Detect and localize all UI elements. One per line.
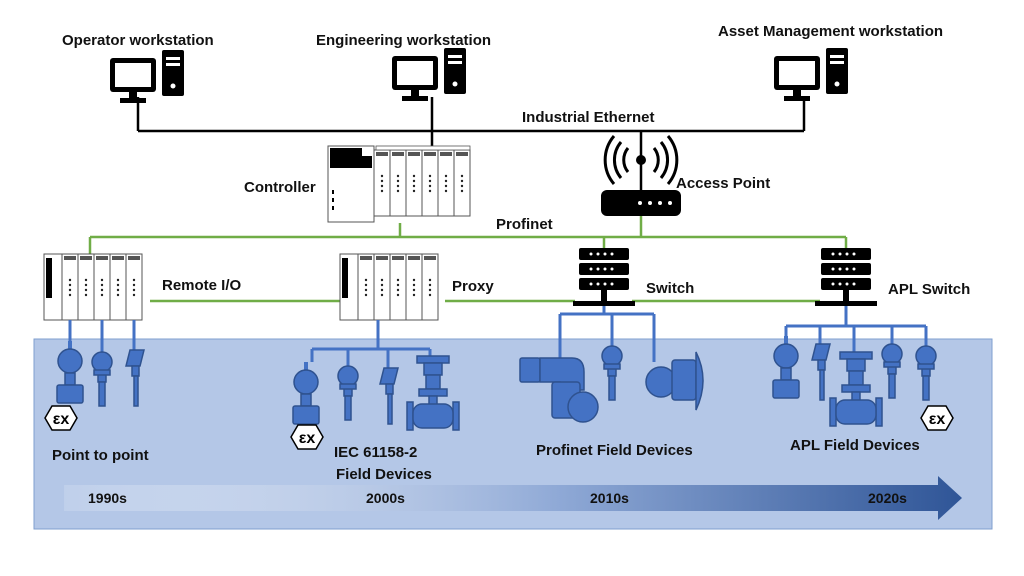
- timeline-label-2000s: 2000s: [366, 490, 405, 506]
- apl-switch-label: APL Switch: [888, 281, 971, 298]
- proxy-label: Proxy: [452, 278, 494, 295]
- ex-logo-icon: εx: [290, 424, 324, 450]
- timeline-label-1990s: 1990s: [88, 490, 127, 506]
- field-wiring: [68, 306, 928, 368]
- industrial-ethernet-label: Industrial Ethernet: [522, 109, 655, 126]
- switch-label: Switch: [646, 280, 695, 297]
- profinet-field-devices-label: Profinet Field Devices: [536, 442, 693, 459]
- svg-text:εx: εx: [929, 411, 946, 428]
- point-to-point-label: Point to point: [52, 447, 149, 464]
- ex-logo-icon: εx: [44, 405, 78, 431]
- profinet-label: Profinet: [496, 216, 553, 233]
- timeline-arrow: [64, 476, 962, 520]
- access-point-label: Access Point: [676, 175, 771, 192]
- motor-actuator-icon: [519, 357, 599, 423]
- access-point-icon: [601, 135, 681, 216]
- engineering-workstation-icon: [392, 48, 466, 101]
- flow-meter-icon: [645, 351, 704, 411]
- proxy-icon: [339, 253, 439, 321]
- profinet-bus: [88, 216, 848, 303]
- timeline-label-2010s: 2010s: [590, 490, 629, 506]
- operator-workstation-icon: [110, 50, 184, 103]
- remote-io-icon: [43, 253, 143, 321]
- operator-workstation-label: Operator workstation: [62, 32, 214, 49]
- switch-icon: [573, 248, 635, 306]
- apl-field-devices-label: APL Field Devices: [790, 437, 920, 454]
- controller-label: Controller: [244, 179, 316, 196]
- asset-management-workstation-label: Asset Management workstation: [718, 23, 944, 40]
- remote-io-label: Remote I/O: [162, 277, 242, 294]
- timeline-label-2020s: 2020s: [868, 490, 907, 506]
- svg-text:εx: εx: [53, 411, 70, 428]
- iec-field-devices-line1: IEC 61158-2: [334, 444, 418, 461]
- svg-text:εx: εx: [299, 430, 316, 447]
- asset-management-workstation-icon: [774, 48, 848, 101]
- engineering-workstation-label: Engineering workstation: [316, 32, 492, 49]
- ex-logo-icon: εx: [920, 405, 954, 431]
- apl-switch-icon: [815, 248, 877, 306]
- iec-field-devices-line2: Field Devices: [336, 466, 432, 483]
- industrial-ethernet-bus: [136, 97, 806, 190]
- controller-icon: [327, 145, 471, 223]
